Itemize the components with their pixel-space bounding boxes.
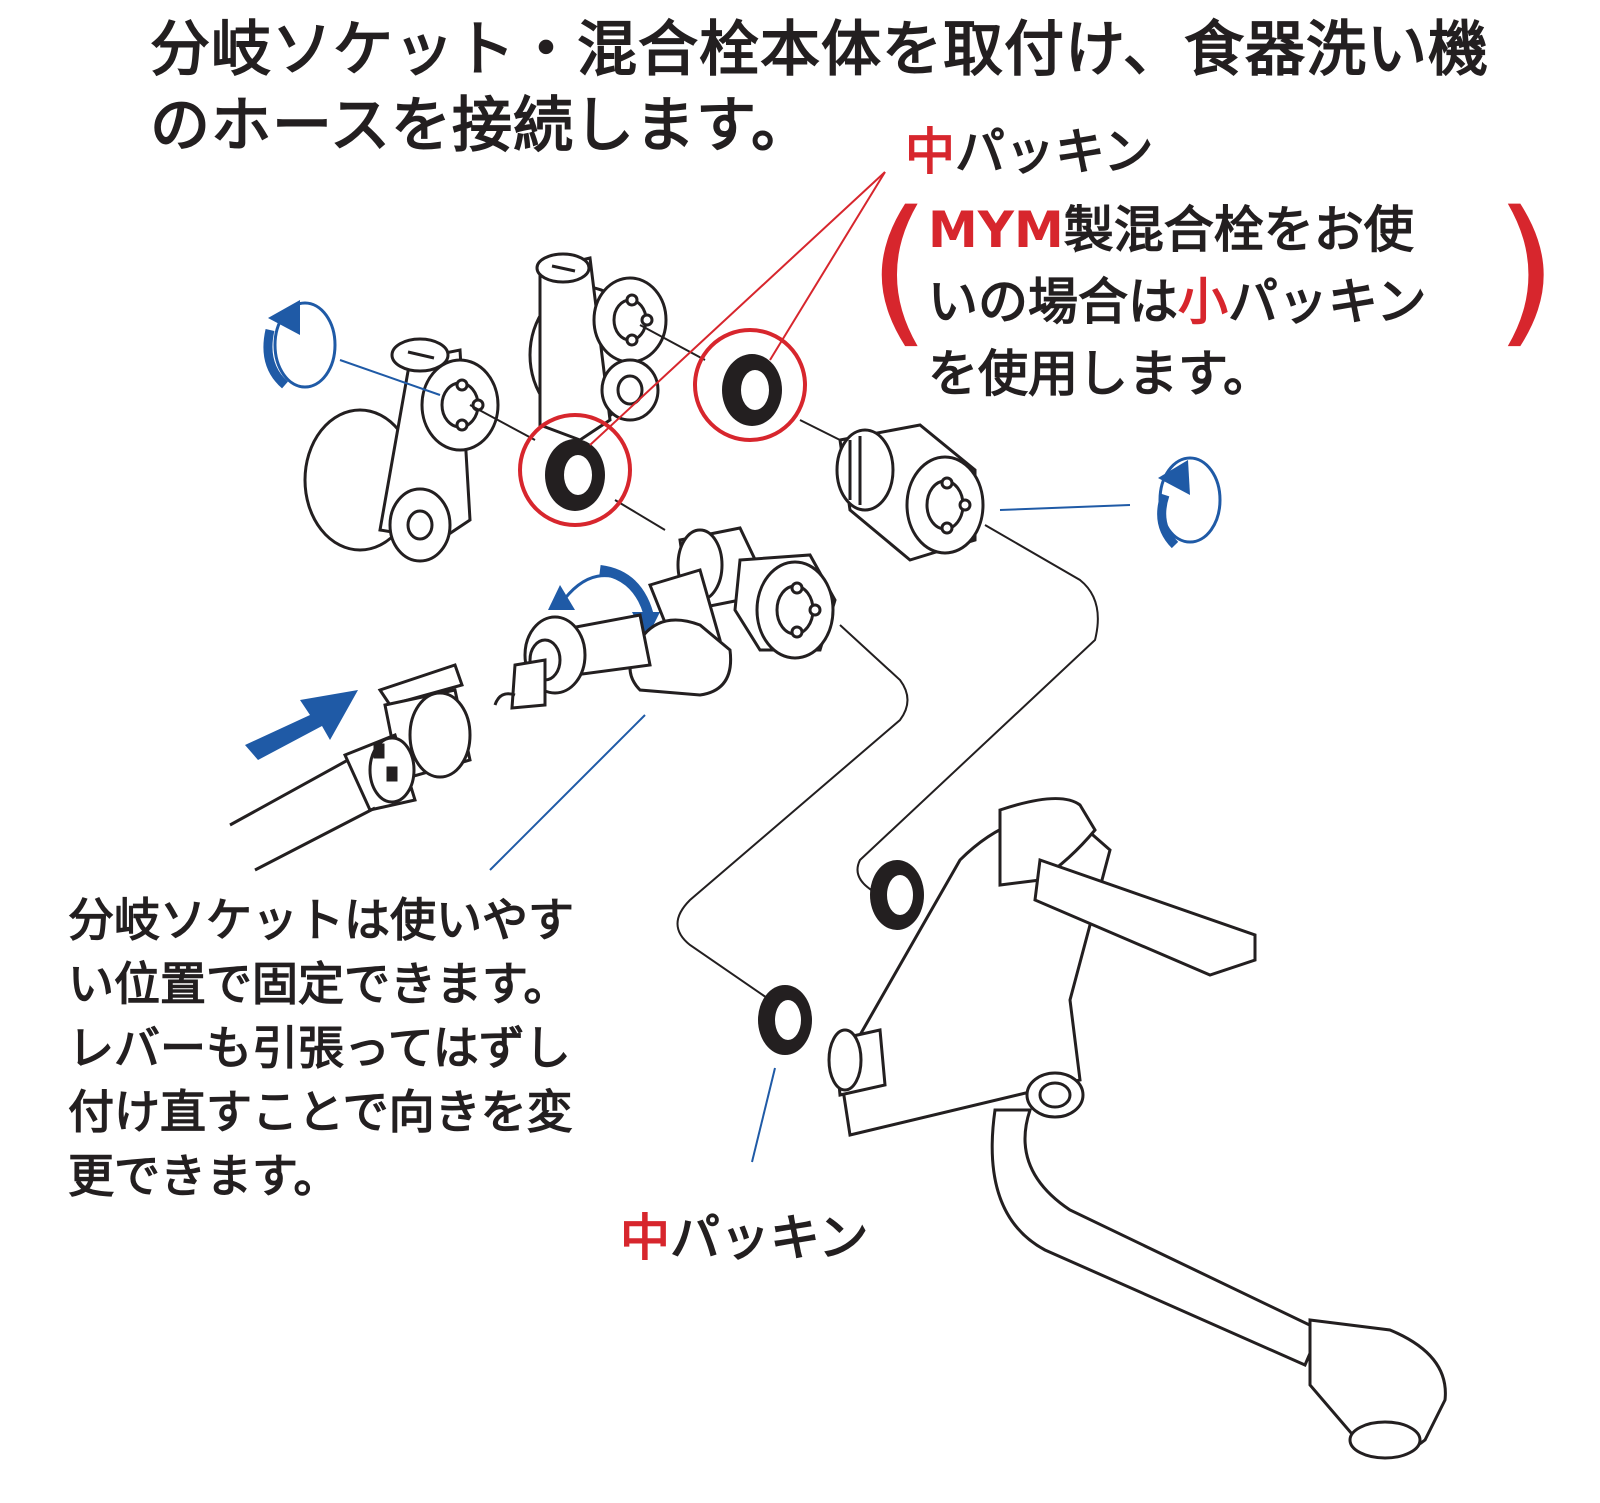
mym-note-line-1-rest: 製混合栓をお使 <box>1063 201 1414 259</box>
blue-leader-left <box>339 359 441 396</box>
connector-nut-upper <box>835 423 985 562</box>
mym-note-line-2-pre: いの場合は <box>928 273 1178 331</box>
mym-note-line-1: MYM製混合栓をお使 <box>928 200 1414 260</box>
blue-leader-bottom <box>751 1067 776 1163</box>
mym-note-close-paren: ) <box>1495 176 1558 363</box>
packing-ring-lower-upper <box>870 860 924 930</box>
packing-ring-lower-lower <box>758 985 812 1055</box>
mixing-faucet-body <box>827 797 1447 1460</box>
packing-label-rest-bottom: パッキン <box>670 1209 869 1267</box>
heading-line-2: のホースを接続します。 <box>150 91 812 161</box>
packing-ring-upper-right <box>693 328 807 442</box>
packing-size-strong-bottom: 中 <box>620 1209 670 1267</box>
packing-ring-upper-left <box>518 413 632 527</box>
blue-leader-socket <box>489 714 646 871</box>
mym-note-line-2: いの場合は小パッキン <box>928 272 1427 332</box>
elbow-right <box>528 252 668 442</box>
branch-socket <box>493 526 837 710</box>
socket-note-line-2: い位置で固定できます。 <box>68 957 570 1011</box>
hose-coupler <box>342 663 472 812</box>
rotate-arrow-icon <box>263 300 337 389</box>
packing-label-rest: パッキン <box>955 123 1154 181</box>
mym-note-open-paren: ( <box>868 176 931 363</box>
packing-label-top: 中パッキン <box>905 122 1154 182</box>
small-packing-strong: 小 <box>1178 273 1228 331</box>
socket-note-line-5: 更できます。 <box>68 1149 340 1203</box>
red-leader-lines <box>589 171 886 446</box>
packing-label-bottom: 中パッキン <box>620 1208 869 1268</box>
socket-note-line-3: レバーも引張ってはずし <box>68 1021 571 1075</box>
mym-note-line-3: を使用します。 <box>928 345 1273 403</box>
axis-lines <box>469 324 1099 1001</box>
elbow-left <box>303 337 500 563</box>
heading-line-1: 分岐ソケット・混合栓本体を取付け、食器洗い機 <box>150 15 1489 85</box>
rotate-arrow-icon <box>1157 456 1222 549</box>
mym-note-line-2-rest: パッキン <box>1228 273 1427 331</box>
packing-size-strong: 中 <box>905 123 955 181</box>
socket-note-line-1: 分岐ソケットは使いやす <box>68 893 574 947</box>
socket-note-line-4: 付け直すことで向きを変 <box>68 1085 573 1139</box>
push-arrow-icon <box>245 690 358 760</box>
blue-leader-right <box>999 504 1131 511</box>
hose <box>229 758 376 872</box>
mym-brand: MYM <box>928 201 1064 259</box>
